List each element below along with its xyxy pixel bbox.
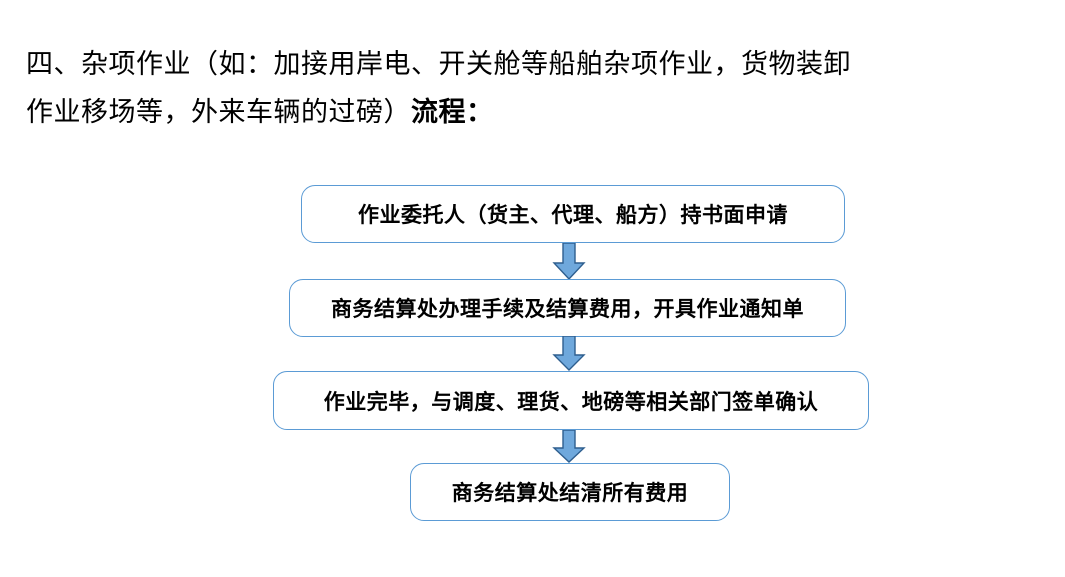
document-heading: 四、杂项作业（如：加接用岸电、开关舱等船舶杂项作业，货物装卸 作业移场等，外来车… bbox=[26, 40, 1026, 136]
flow-node-2-label: 商务结算处办理手续及结算费用，开具作业通知单 bbox=[331, 297, 804, 321]
flow-arrow-down-icon-1 bbox=[552, 243, 586, 281]
heading-line-1: 四、杂项作业（如：加接用岸电、开关舱等船舶杂项作业，货物装卸 bbox=[26, 49, 851, 79]
flow-arrow-down-icon-3 bbox=[552, 430, 586, 464]
flow-node-4[interactable]: 商务结算处结清所有费用 bbox=[410, 463, 730, 521]
flow-node-3[interactable]: 作业完毕，与调度、理货、地磅等相关部门签单确认 bbox=[273, 371, 869, 430]
flow-node-4-label: 商务结算处结清所有费用 bbox=[451, 481, 689, 505]
heading-line-2-tail: 流程： bbox=[411, 97, 494, 127]
flow-node-3-label: 作业完毕，与调度、理货、地磅等相关部门签单确认 bbox=[323, 389, 819, 414]
flow-arrow-down-icon-2 bbox=[552, 336, 586, 372]
flow-node-1-label: 作业委托人（货主、代理、船方）持书面申请 bbox=[358, 203, 788, 227]
flow-node-2[interactable]: 商务结算处办理手续及结算费用，开具作业通知单 bbox=[289, 279, 846, 337]
heading-line-2-main: 作业移场等，外来车辆的过磅） bbox=[26, 97, 411, 127]
heading-line-2: 作业移场等，外来车辆的过磅）流程： bbox=[26, 88, 1026, 136]
flow-node-1[interactable]: 作业委托人（货主、代理、船方）持书面申请 bbox=[301, 185, 845, 243]
